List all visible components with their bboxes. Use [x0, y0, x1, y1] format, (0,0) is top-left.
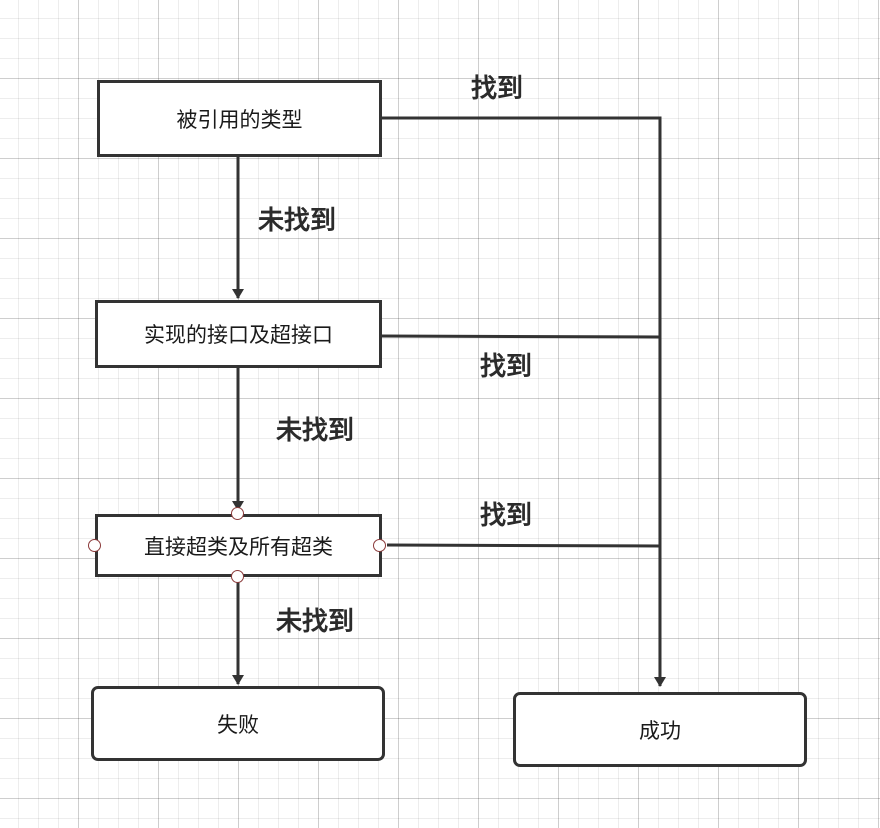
label-found-1: 找到 — [471, 74, 524, 104]
node-referenced-type[interactable]: 被引用的类型 — [97, 80, 382, 157]
connection-handle-top[interactable] — [231, 507, 244, 520]
edge-superclasses-found — [386, 543, 661, 548]
connection-handle-right[interactable] — [373, 539, 386, 552]
edge-interfaces-found — [380, 334, 661, 339]
node-implemented-interfaces[interactable]: 实现的接口及超接口 — [95, 300, 382, 368]
connection-handle-left[interactable] — [88, 539, 101, 552]
node-direct-superclasses[interactable]: 直接超类及所有超类 — [95, 514, 382, 577]
label-found-3: 找到 — [480, 501, 533, 531]
edge-type-found — [381, 116, 666, 687]
connection-handle-bottom[interactable] — [231, 570, 244, 583]
label-found-2: 找到 — [480, 352, 533, 382]
node-failure[interactable]: 失败 — [91, 686, 385, 761]
label-not-found-3: 未找到 — [276, 607, 355, 637]
node-success[interactable]: 成功 — [513, 692, 807, 767]
label-not-found-2: 未找到 — [276, 416, 355, 446]
label-not-found-1: 未找到 — [258, 206, 337, 236]
